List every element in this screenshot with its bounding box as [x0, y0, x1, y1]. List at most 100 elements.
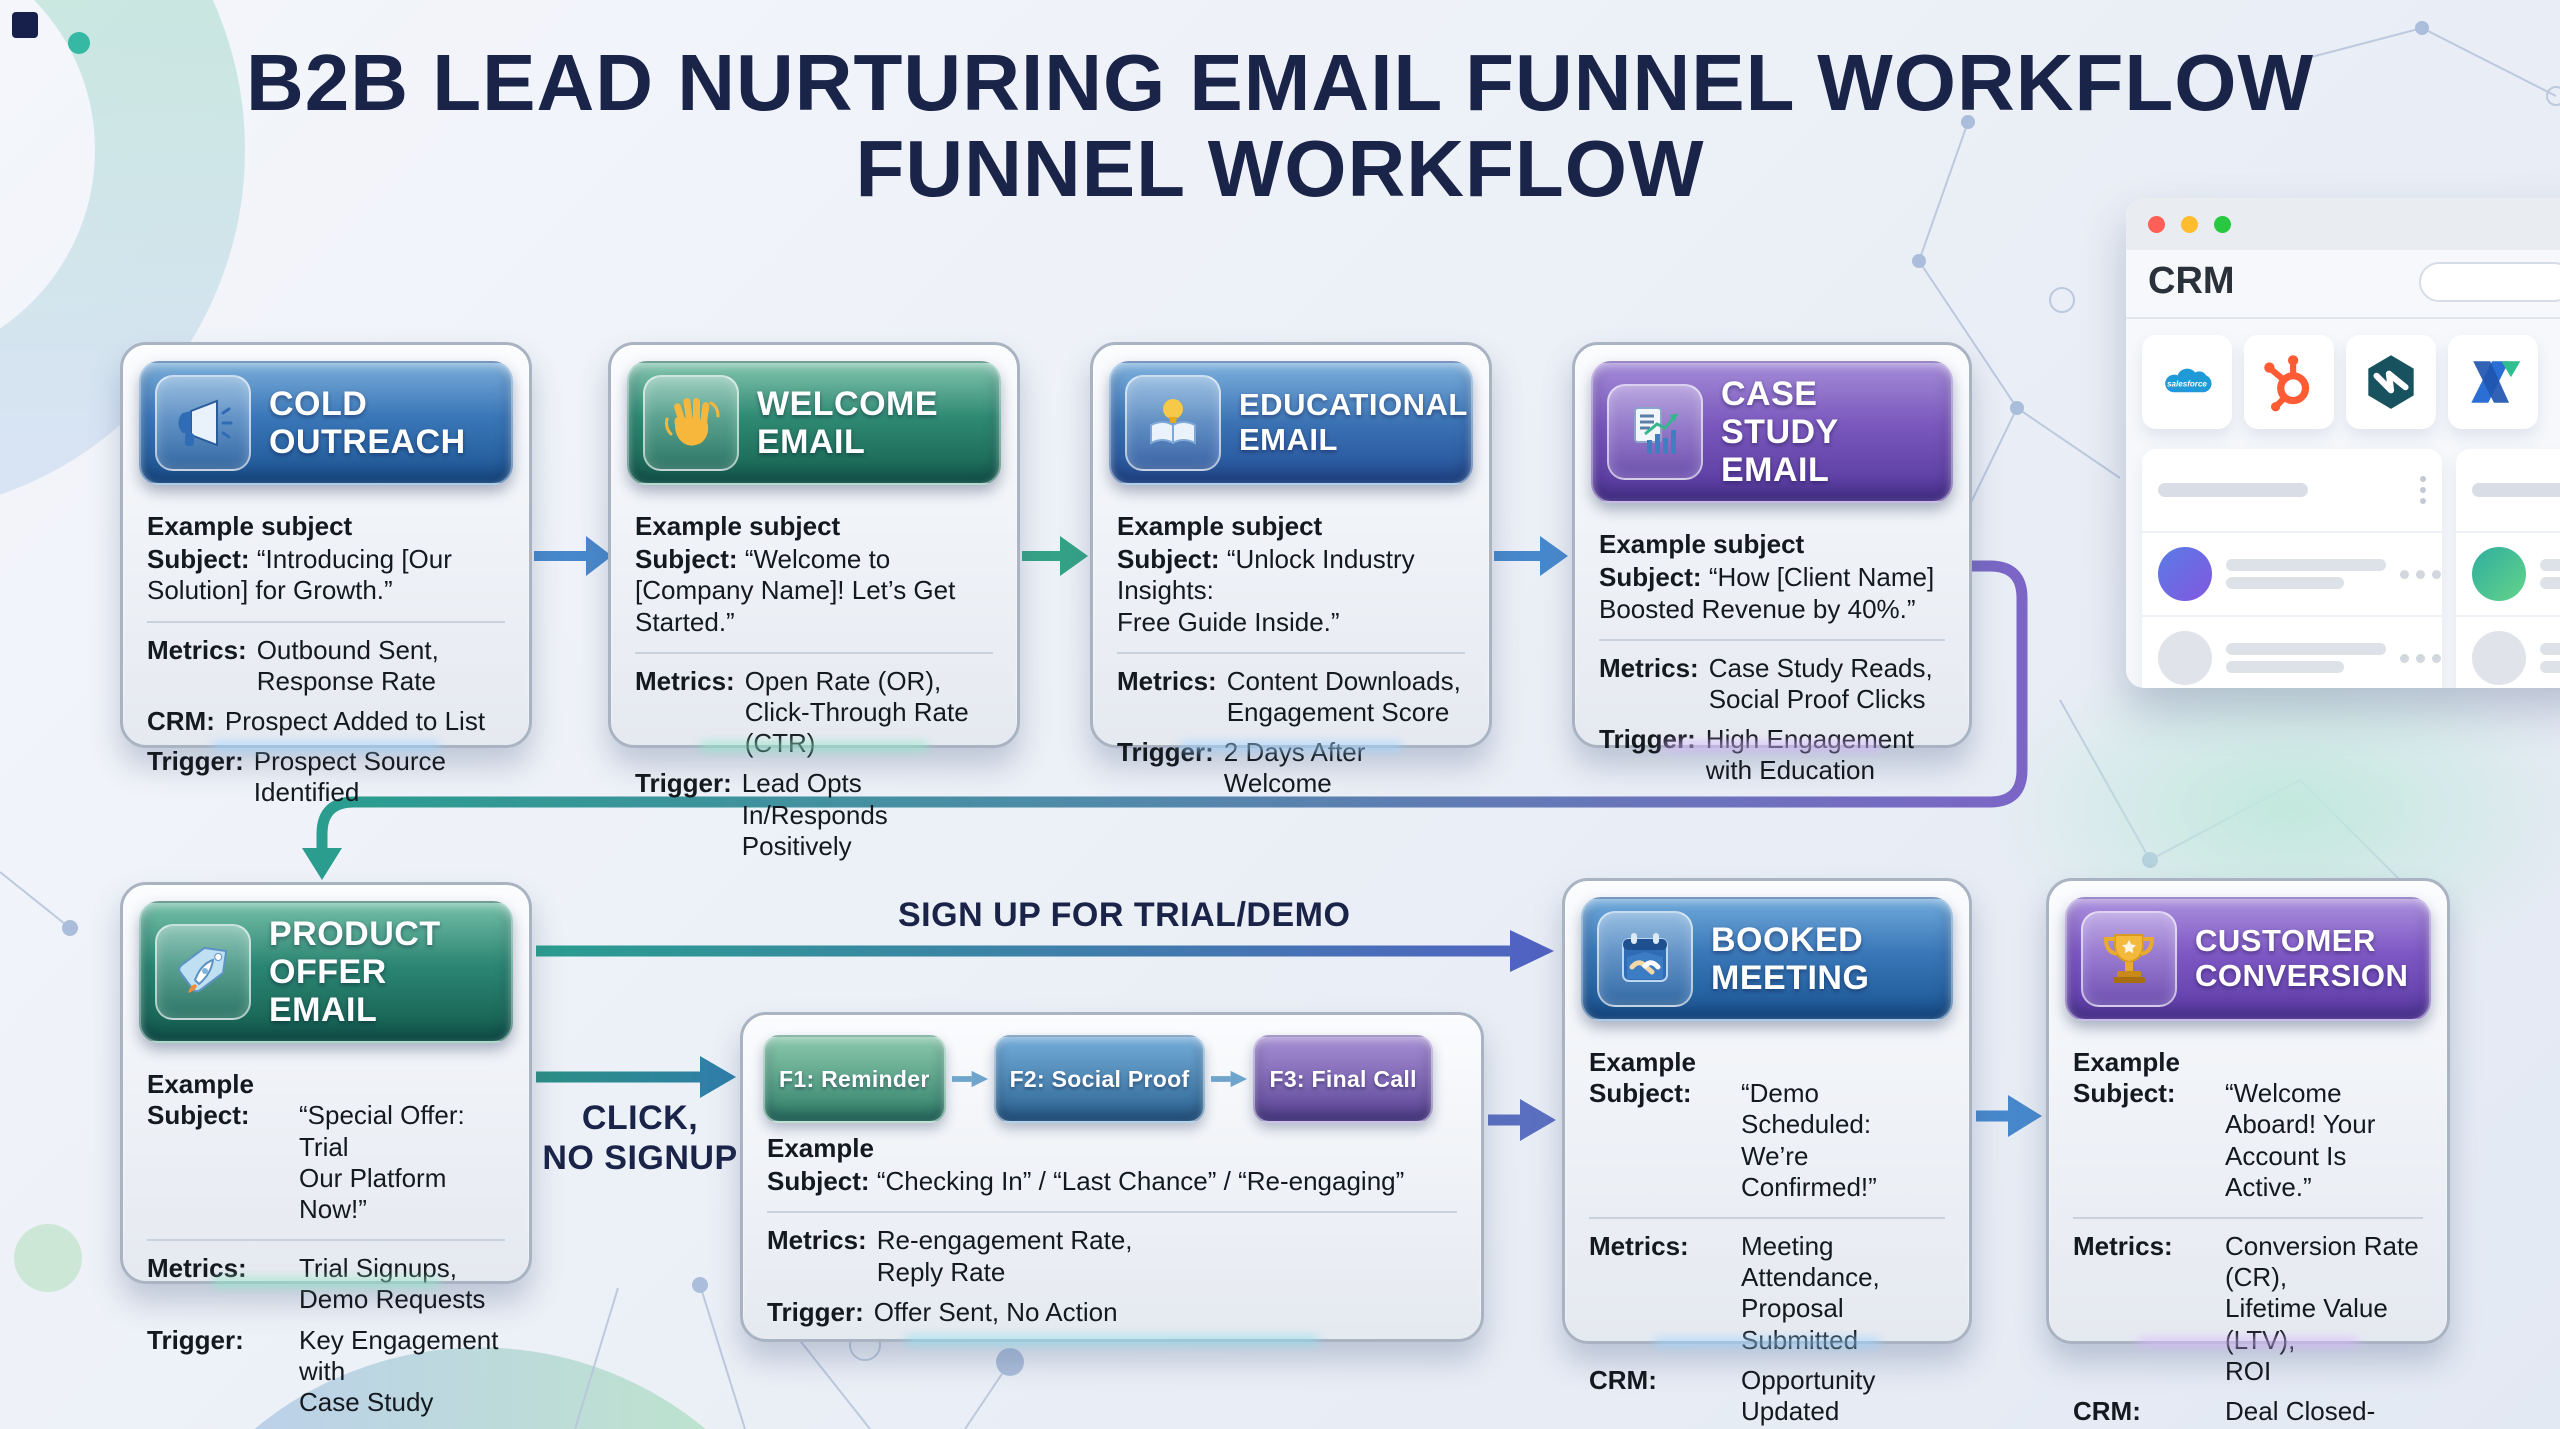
trophy-icon	[2081, 911, 2177, 1007]
row-value: Content Downloads, Engagement Score	[1226, 665, 1461, 727]
subject-label: Subject:	[147, 1100, 250, 1131]
divider	[767, 1211, 1457, 1214]
contact-row[interactable]	[2142, 533, 2442, 617]
kebab-menu-icon[interactable]	[2420, 476, 2426, 504]
row-value: Opportunity Updated	[1741, 1364, 1876, 1426]
hexagon-crm-logo[interactable]	[2346, 335, 2436, 429]
card-followup-sequence: F1: Reminder F2: Social Proof F3: Final …	[740, 1012, 1484, 1342]
card-customer-conversion: CUSTOMER CONVERSION Example Subject:“Wel…	[2046, 878, 2450, 1429]
row-value: Deal Closed-Won	[2225, 1395, 2376, 1429]
product-offer-header: PRODUCT OFFER EMAIL	[139, 901, 513, 1044]
example-heading: Example subject	[635, 511, 841, 541]
row-value: Key Engagement with Case Study	[299, 1324, 499, 1417]
subject-text: “Welcome Aboard! Your Account Is Active.…	[2225, 1078, 2376, 1202]
trigger-row: Trigger: Prospect Source Identified	[147, 746, 505, 808]
divider	[1589, 1216, 1945, 1219]
trigger-row: Trigger: Offer Sent, No Action	[767, 1297, 1457, 1328]
crm-titlebar	[2126, 198, 2560, 250]
card-cold-outreach: COLD OUTREACH Example subject Subject: “…	[120, 342, 532, 807]
case-study-email-header: CASE STUDY EMAIL	[1591, 361, 1953, 504]
card-body: Example Subject: “Checking In” / “Last C…	[743, 1127, 1481, 1353]
metrics-row: Metrics: Content Downloads, Engagement Sc…	[1117, 666, 1465, 728]
card-title: PRODUCT OFFER EMAIL	[269, 915, 441, 1030]
waving-hand-icon	[643, 375, 739, 471]
arrow-subflow-to-booked	[1488, 1099, 1556, 1141]
card-educational-email: EDUCATIONAL EMAIL Example subject Subjec…	[1090, 342, 1492, 798]
row-value: Open Rate (OR), Click-Through Rate (CTR)	[744, 665, 969, 759]
educational-email-header: EDUCATIONAL EMAIL	[1109, 361, 1473, 485]
subject-text: “Unlock Industry Insights: Free Guide In…	[1117, 544, 1415, 637]
hubspot-logo[interactable]	[2244, 335, 2334, 429]
row-value: Offer Sent, No Action	[873, 1296, 1118, 1327]
divider	[1117, 651, 1465, 654]
customer-conversion-header: CUSTOMER CONVERSION	[2065, 897, 2431, 1021]
minimize-window-button[interactable]	[2181, 215, 2198, 233]
row-value: Lead Opts In/Responds Positively	[741, 768, 888, 861]
contact-row[interactable]	[2456, 533, 2560, 617]
overflow-menu-icon[interactable]	[2400, 653, 2441, 663]
row-value: Prospect Source Identified	[253, 746, 447, 808]
subject-label: Subject:	[635, 544, 738, 575]
row-label: Metrics:	[2073, 1230, 2173, 1261]
card-body: Example subject Subject: “Unlock Industr…	[1093, 501, 1489, 825]
maximize-window-button[interactable]	[2214, 215, 2231, 233]
avatar	[2158, 631, 2212, 685]
card-body: Example Subject:“Demo Scheduled: We’re C…	[1565, 1037, 1969, 1429]
row-label: Trigger:	[767, 1296, 864, 1327]
arrow-cold-to-welcome	[534, 536, 612, 576]
crm-list-column	[2456, 449, 2560, 688]
subject-label: Subject:	[1117, 544, 1220, 575]
row-label: CRM:	[147, 705, 215, 736]
subject-text: “How [Client Name] Boosted Revenue by 40…	[1599, 562, 1935, 624]
card-body: Example Subject:“Special Offer: Trial Ou…	[123, 1059, 529, 1429]
example-heading: Example	[767, 1133, 874, 1163]
list-header-row	[2142, 449, 2442, 533]
cold-outreach-header: COLD OUTREACH	[139, 361, 513, 485]
subject-label: Subject:	[767, 1166, 870, 1197]
row-label: Trigger:	[147, 746, 244, 777]
overflow-menu-icon[interactable]	[2400, 569, 2441, 579]
step-f1-reminder: F1: Reminder	[763, 1035, 946, 1123]
row-value: Prospect Added to List	[224, 705, 486, 736]
crm-row: CRM: Prospect Added to List	[147, 706, 505, 737]
crm-search-input[interactable]	[2419, 261, 2560, 302]
card-body: Example subject Subject: “Introducing [O…	[123, 501, 529, 834]
example-heading: Example subject	[147, 511, 353, 541]
row-label: Metrics:	[147, 634, 247, 665]
metrics-row: Metrics:Trial Signups, Demo Requests	[147, 1253, 505, 1315]
avatar	[2472, 547, 2526, 601]
metrics-row: Metrics:Case Study Reads, Social Proof C…	[1599, 653, 1945, 715]
calendar-handshake-icon	[1597, 911, 1693, 1007]
crm-lists	[2126, 437, 2560, 688]
subject-text: “Welcome to [Company Name]! Let’s Get St…	[635, 544, 956, 637]
tag-rocket-icon	[155, 924, 251, 1021]
contact-row[interactable]	[2456, 617, 2560, 688]
example-heading: Example subject	[1117, 511, 1323, 541]
subject-text: “Special Offer: Trial Our Platform Now!”	[299, 1100, 465, 1224]
row-label: CRM:	[1589, 1364, 1657, 1395]
row-value: Conversion Rate (CR), Lifetime Value (LT…	[2225, 1230, 2419, 1386]
row-label: Trigger:	[147, 1324, 244, 1355]
row-value: 2 Days After Welcome	[1223, 737, 1366, 799]
crm-row: CRM:Deal Closed-Won	[2073, 1396, 2423, 1429]
metrics-row: Metrics: Conversion Rate (CR), Lifetime V…	[2073, 1231, 2423, 1387]
arrow-k-logo[interactable]	[2448, 335, 2538, 429]
contact-row[interactable]	[2142, 617, 2442, 688]
trigger-row: Trigger: Key Engagement with Case Study	[147, 1325, 505, 1419]
teal-dot-decoration	[68, 32, 90, 54]
card-body: Example Subject:“Welcome Aboard! Your Ac…	[2049, 1037, 2447, 1429]
booked-meeting-header: BOOKED MEETING	[1581, 897, 1953, 1021]
close-window-button[interactable]	[2148, 215, 2165, 233]
row-label: Metrics:	[1117, 665, 1217, 696]
card-title: CUSTOMER CONVERSION	[2195, 923, 2409, 993]
arrow-booked-to-customer	[1976, 1095, 2042, 1137]
salesforce-logo[interactable]: salesforce	[2142, 335, 2232, 429]
arrow-no-signup	[536, 1056, 736, 1098]
subject-line: Subject: “How [Client Name] Boosted Reve…	[1599, 562, 1945, 624]
subject-label: Subject:	[2073, 1078, 2176, 1109]
divider	[147, 1239, 505, 1242]
card-title: CASE STUDY EMAIL	[1721, 375, 1839, 490]
crm-header: CRM	[2126, 250, 2560, 319]
divider	[147, 620, 505, 623]
